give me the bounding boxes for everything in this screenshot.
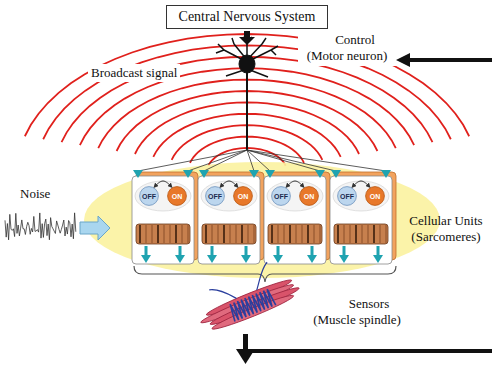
node-text: ON: [172, 193, 183, 200]
system-box: Central Nervous System: [166, 5, 329, 29]
node-text: ON: [370, 193, 381, 200]
toggle-arrow: [220, 181, 238, 187]
sarcomere-unit: [330, 170, 396, 264]
toggle-arrow: [352, 181, 370, 187]
control-arrow: [396, 53, 492, 67]
state-circle: OFF: [271, 186, 291, 206]
node-text: ON: [238, 193, 249, 200]
state-circle: OFF: [139, 186, 159, 206]
node-text: OFF: [340, 193, 354, 200]
node-text: OFF: [274, 193, 288, 200]
sarcomere-unit: [264, 170, 330, 264]
sensor-label: Sensors (Muscle spindle): [308, 296, 406, 329]
muscle-spindle: [189, 255, 302, 336]
sarcomere-units: [132, 170, 396, 264]
toggle-arrow: [154, 181, 172, 187]
control-label: Control (Motor neuron): [298, 31, 396, 66]
toggle-arrow: [286, 181, 304, 187]
signal-label: Broadcast signal: [88, 64, 180, 82]
node-text: ON: [304, 193, 315, 200]
state-circle: ON: [233, 186, 253, 206]
state-circle: ON: [167, 186, 187, 206]
sarcomere-unit: [132, 170, 198, 264]
state-circle: OFF: [205, 186, 225, 206]
bracket: [134, 266, 396, 282]
node-text: OFF: [142, 193, 156, 200]
units-label: Cellular Units (Sarcomeres): [404, 213, 488, 246]
node-text: Central Nervous System: [179, 9, 316, 24]
state-circle: OFF: [337, 186, 357, 206]
broadcast-waves: [25, 34, 469, 166]
feedback-arrow: [236, 334, 492, 364]
noise-label: Noise: [20, 186, 50, 202]
noise-arrow: [80, 216, 110, 240]
node-text: OFF: [208, 193, 222, 200]
noise-waveform: [5, 213, 76, 240]
cell-population: [84, 162, 440, 278]
state-circle: ON: [299, 186, 319, 206]
state-circle: ON: [365, 186, 385, 206]
sarcomere-unit: [198, 170, 264, 264]
